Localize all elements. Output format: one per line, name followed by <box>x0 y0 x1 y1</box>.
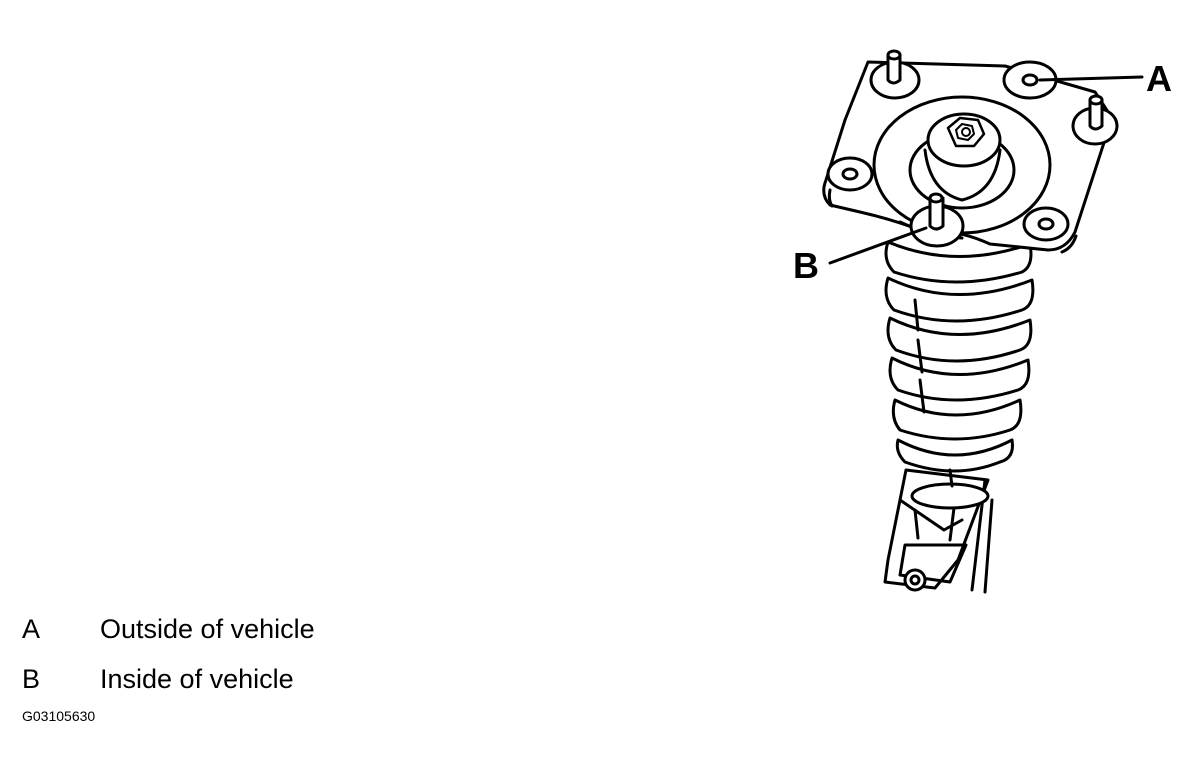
legend-row-a: A Outside of vehicle <box>22 614 315 664</box>
callout-a-label: A <box>1146 58 1172 99</box>
center-dome <box>872 95 1052 235</box>
legend-text-a: Outside of vehicle <box>100 614 315 644</box>
strut-nut-icon <box>946 116 986 148</box>
mounting-studs <box>869 49 1119 248</box>
legend-row-b: B Inside of vehicle <box>22 664 315 714</box>
callout-a-leader <box>1038 75 1144 82</box>
legend-text-b: Inside of vehicle <box>100 664 294 694</box>
coil-spring <box>884 240 1035 488</box>
legend-key-a: A <box>22 614 41 644</box>
figure-id: G03105630 <box>22 708 96 724</box>
legend-key-b: B <box>22 664 41 694</box>
callout-b-leader <box>828 226 928 265</box>
damper-bracket <box>883 468 994 594</box>
legend: A Outside of vehicle B Inside of vehicle <box>22 614 315 714</box>
mounting-holes <box>826 60 1070 242</box>
callout-b-label: B <box>793 245 819 286</box>
